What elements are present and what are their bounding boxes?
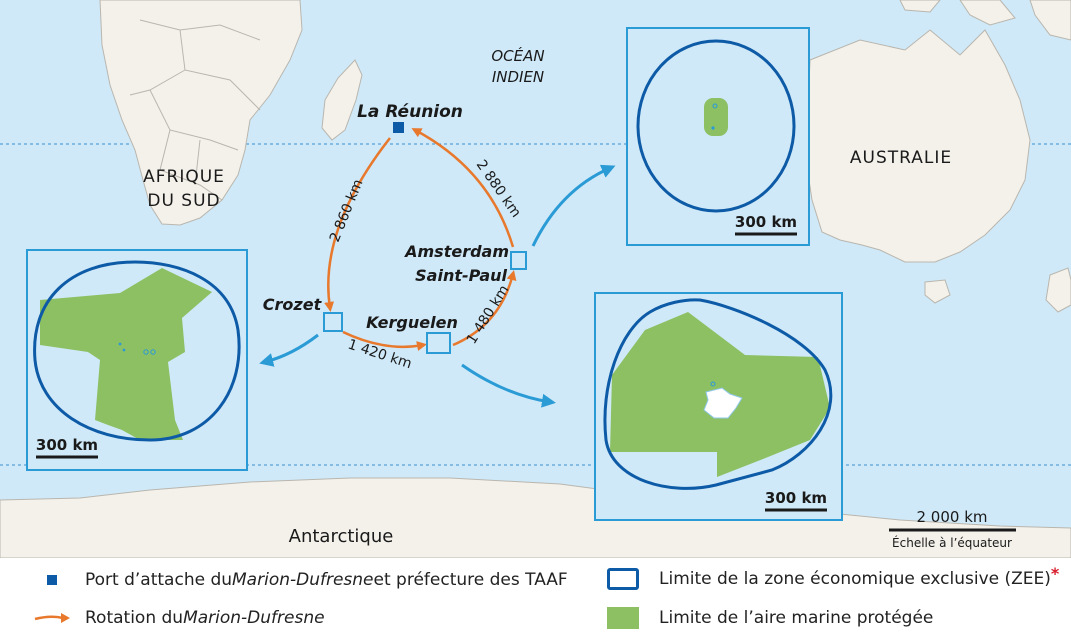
region-label-antarctica: Antarctique (289, 526, 394, 547)
inset-amsterdam[interactable]: 300 km (626, 27, 810, 246)
place-label-amsterdam-2: Saint-Paul (415, 266, 507, 285)
legend: Port d’attache du Marion-Dufresne et pré… (0, 558, 1071, 642)
region-label-australia: AUSTRALIE (850, 148, 952, 168)
legend-rotation-before: Rotation du (85, 608, 184, 628)
legend-amp-text: Limite de l’aire marine protégée (659, 608, 934, 628)
australia-land (805, 29, 1031, 263)
inset-crozet[interactable]: 300 km (26, 249, 248, 471)
legend-amp: Limite de l’aire marine protégée (607, 607, 933, 629)
madagascar-land (321, 59, 363, 141)
inset-kerguelen-scale: 300 km (765, 489, 827, 507)
legend-port-italic: Marion-Dufresne (232, 570, 374, 590)
route-reunion-crozet (324, 137, 391, 312)
port-square-icon (47, 575, 57, 585)
legend-zee-mark: * (1050, 563, 1060, 583)
orange-arrow-icon (34, 613, 70, 623)
region-label-south-africa-2: DU SUD (147, 191, 220, 211)
map-canvas: OCÉAN INDIEN AFRIQUE DU SUD AUSTRALIE An… (0, 0, 1071, 558)
arrow-to-kerguelen-inset (461, 363, 556, 408)
place-label-reunion: La Réunion (357, 102, 463, 122)
legend-port-before: Port d’attache du (85, 570, 233, 590)
place-label-kerguelen: Kerguelen (366, 313, 458, 332)
zee-outline-icon (607, 568, 639, 590)
legend-zee: Limite de la zone économique exclusive (… (607, 564, 1059, 590)
legend-port-after: et préfecture des TAAF (373, 570, 568, 590)
new-zealand-land (1045, 267, 1071, 313)
arrow-to-amsterdam-inset (531, 164, 616, 247)
africa-borders (129, 19, 261, 201)
legend-rotation: Rotation du Marion-Dufresne (33, 608, 325, 628)
amsterdam-marker[interactable] (510, 251, 527, 270)
kerguelen-marker[interactable] (426, 332, 451, 354)
main-scale-value: 2 000 km (916, 508, 987, 526)
legend-rotation-italic: Marion-Dufresne (183, 608, 325, 628)
inset-amsterdam-scale: 300 km (735, 213, 797, 231)
africa-land (99, 0, 303, 226)
reunion-port-marker[interactable] (393, 122, 404, 133)
tasmania-land (924, 279, 951, 304)
route-kerguelen-amsterdam (452, 270, 517, 347)
route-crozet-kerguelen (342, 330, 427, 352)
legend-zee-text: Limite de la zone économique exclusive (… (659, 569, 1051, 589)
inset-kerguelen[interactable]: 300 km (594, 292, 843, 521)
ocean-label-line2: INDIEN (492, 68, 544, 86)
legend-port: Port d’attache du Marion-Dufresne et pré… (47, 570, 568, 590)
indonesia-land (899, 0, 1071, 41)
region-label-south-africa-1: AFRIQUE (143, 167, 225, 187)
route-amsterdam-reunion (411, 128, 515, 248)
arrow-to-crozet-inset (259, 333, 319, 367)
crozet-marker[interactable] (323, 312, 343, 332)
place-label-amsterdam-1: Amsterdam (403, 242, 509, 261)
ocean-label-line1: OCÉAN (491, 46, 544, 65)
inset-crozet-scale: 300 km (36, 436, 98, 454)
place-label-crozet: Crozet (263, 295, 323, 314)
protected-area-swatch-icon (607, 607, 639, 629)
main-scale-caption: Échelle à l’équateur (892, 535, 1012, 550)
